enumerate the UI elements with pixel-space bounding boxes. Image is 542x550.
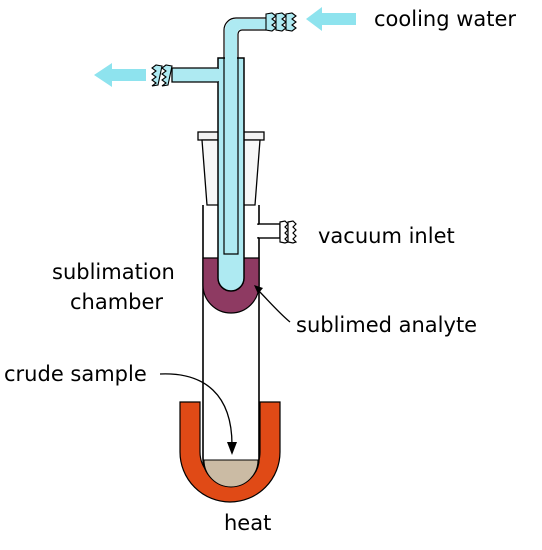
label-sublimation-line1: sublimation: [52, 260, 175, 284]
cooling-water-inlet-barb: [265, 12, 297, 32]
label-cooling-water: cooling water: [374, 7, 516, 31]
inner-coolant-tube: [223, 17, 266, 255]
label-crude-sample: crude sample: [4, 362, 147, 386]
vacuum-inlet-arm: [254, 220, 298, 244]
label-sublimed-analyte: sublimed analyte: [296, 313, 477, 337]
crude-sample-arrowhead: [227, 442, 237, 455]
label-vacuum-inlet: vacuum inlet: [318, 224, 455, 248]
crude-sample: [203, 459, 259, 488]
cooling-water-outlet-arm: [151, 64, 222, 87]
sublimed-analyte-arrowhead: [254, 285, 263, 294]
cooling-water-in-arrow: [306, 7, 356, 31]
cooling-water-out-arrow: [94, 63, 146, 87]
crude-sample-leader: [159, 373, 233, 446]
label-heat: heat: [224, 511, 271, 535]
label-sublimation-line2: chamber: [70, 290, 163, 314]
sublimed-analyte-leader: [255, 287, 291, 323]
